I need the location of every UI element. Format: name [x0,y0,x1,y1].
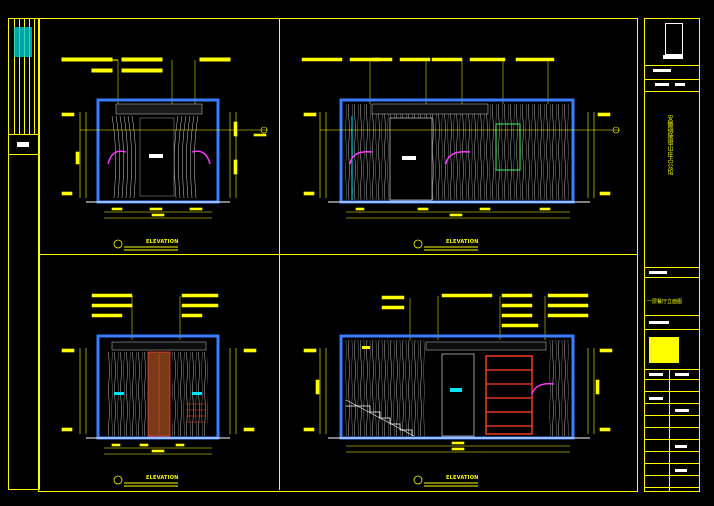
panel-title-top-right: ELEVATION [446,239,479,245]
project-name: 安徽铜陵银山庄占公馆 [666,115,673,175]
strip-label [17,142,29,147]
elevation-bottom-right [303,293,613,487]
panel-title-bottom-left: ELEVATION [146,475,179,481]
company-logo [665,23,683,55]
title-block: 安徽铜陵银山庄占公馆 一层餐厅立面图 [644,18,700,492]
panel-title-bottom-right: ELEVATION [446,475,479,481]
elevation-bottom-left [61,293,257,487]
elevation-top-right [301,57,620,251]
leader-labels [61,57,231,105]
panel-title-top-left: ELEVATION [146,239,179,245]
drawing-frame [38,18,638,492]
elevation-top-left [61,57,268,251]
vertical-divider [279,18,280,490]
horizontal-divider [38,254,637,255]
strip-logo [14,27,32,57]
drawing-name: 一层餐厅立面图 [647,299,683,305]
